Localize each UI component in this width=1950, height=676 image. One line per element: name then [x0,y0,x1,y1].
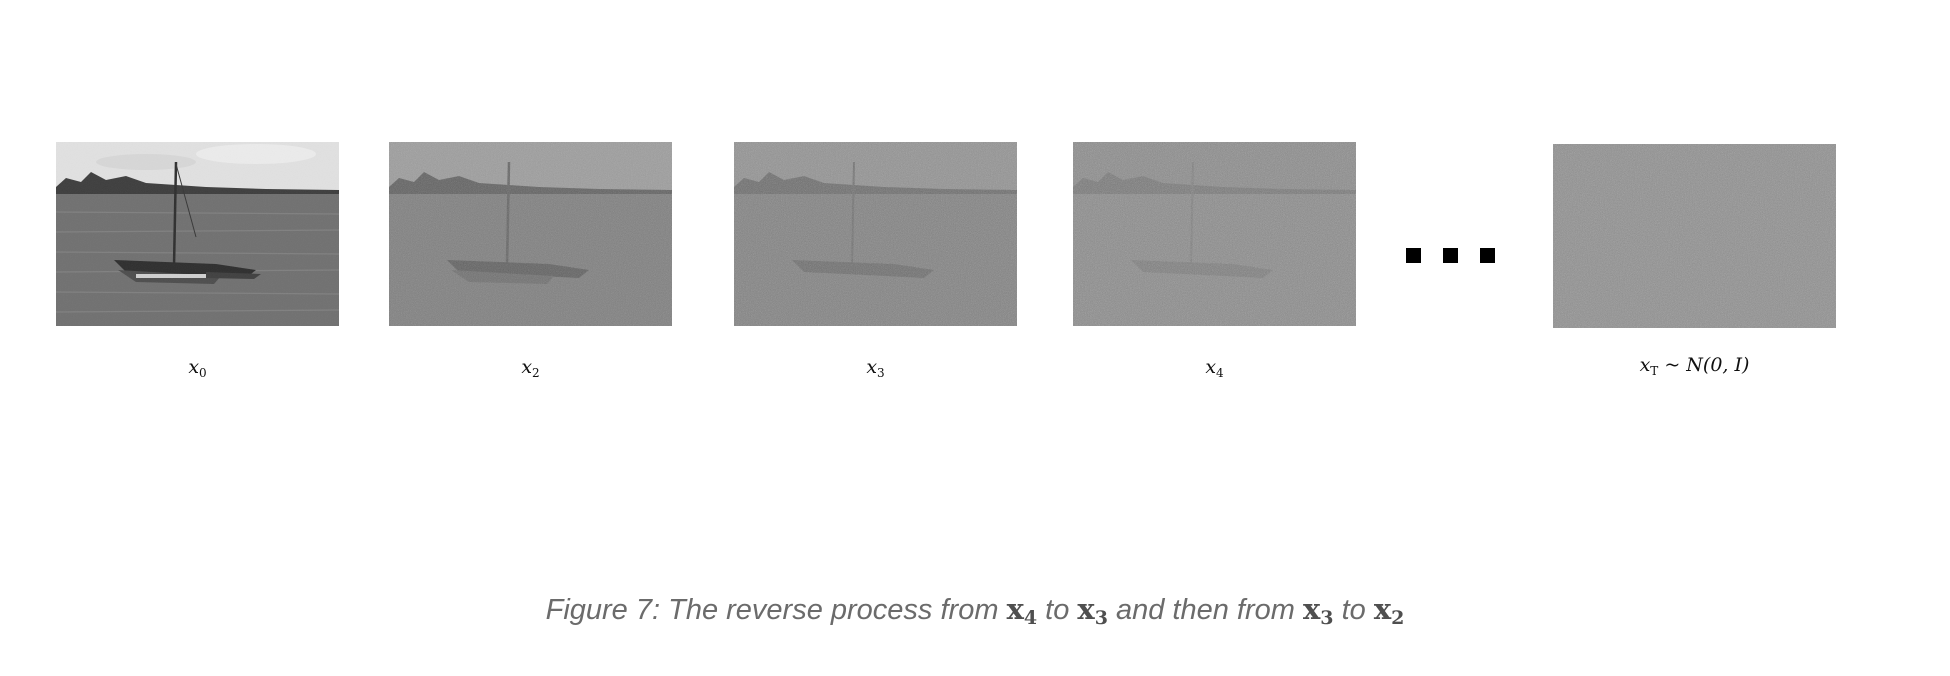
frame-x2 [389,142,672,326]
noisy-sailboat-image [1073,142,1356,326]
label-x2: x2 [521,356,540,380]
frame-x4 [1073,142,1356,326]
dot [1480,248,1495,263]
noisy-sailboat-image [389,142,672,326]
dot [1406,248,1421,263]
label-x0: x0 [188,356,207,380]
sailboat-image [56,142,339,326]
pure-noise-image [1553,144,1836,328]
dot [1443,248,1458,263]
label-x4: x4 [1205,356,1224,380]
figure-caption: Figure 7: The reverse process from x4 to… [545,592,1405,629]
frame-x0 [56,142,339,326]
frame-x3 [734,142,1017,326]
label-xT: xT ~ N(0, I) [1639,354,1750,378]
frame-xT [1553,144,1836,328]
noisy-sailboat-image [734,142,1017,326]
ellipsis-dots [1400,248,1500,264]
label-x3: x3 [866,356,885,380]
